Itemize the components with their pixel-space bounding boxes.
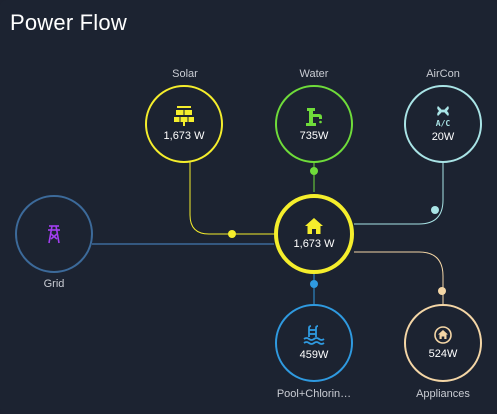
solar-panel-icon [174,106,194,126]
aircon-label: AirCon [426,68,460,80]
aircon-flow-line [354,163,444,225]
water-flow-dot [310,167,318,175]
aircon-value: 20W [431,131,455,143]
water-tap-icon [306,108,322,126]
pool-icon [303,325,325,345]
fan-ac-icon: A/C [436,106,451,127]
solar-flow-dot [228,230,236,238]
home-node[interactable]: 1,673 W [274,194,354,274]
home-value: 1,673 W [293,238,335,250]
home-icon [305,218,323,234]
solar-value: 1,673 W [163,130,205,142]
solar-flow-line [189,161,274,235]
appliances-label: Appliances [416,388,470,400]
solar-node[interactable]: 1,673 W [145,85,223,163]
appliances-node[interactable]: 524W [404,304,482,382]
grid-label: Grid [43,278,65,290]
appliances-value: 524W [428,348,458,360]
water-value: 735W [299,130,329,142]
aircon-flow-dot [431,206,439,214]
transmission-tower-icon [48,225,60,244]
card-title: Power Flow [10,10,127,35]
appliances-flow-line [354,251,444,304]
aircon-node[interactable]: A/C 20W [404,85,482,163]
pool-label: Pool+Chlorin… [276,388,352,400]
water-label: Water [299,68,329,80]
grid-node[interactable] [15,195,93,273]
solar-label: Solar [172,68,198,80]
appliances-flow-dot [438,287,446,295]
aircon-icon-text: A/C [436,119,451,127]
pool-value: 459W [299,349,329,361]
home-circle-icon [434,326,452,344]
pool-flow-dot [310,280,318,288]
water-node[interactable]: 735W [275,85,353,163]
pool-node[interactable]: 459W [275,304,353,382]
